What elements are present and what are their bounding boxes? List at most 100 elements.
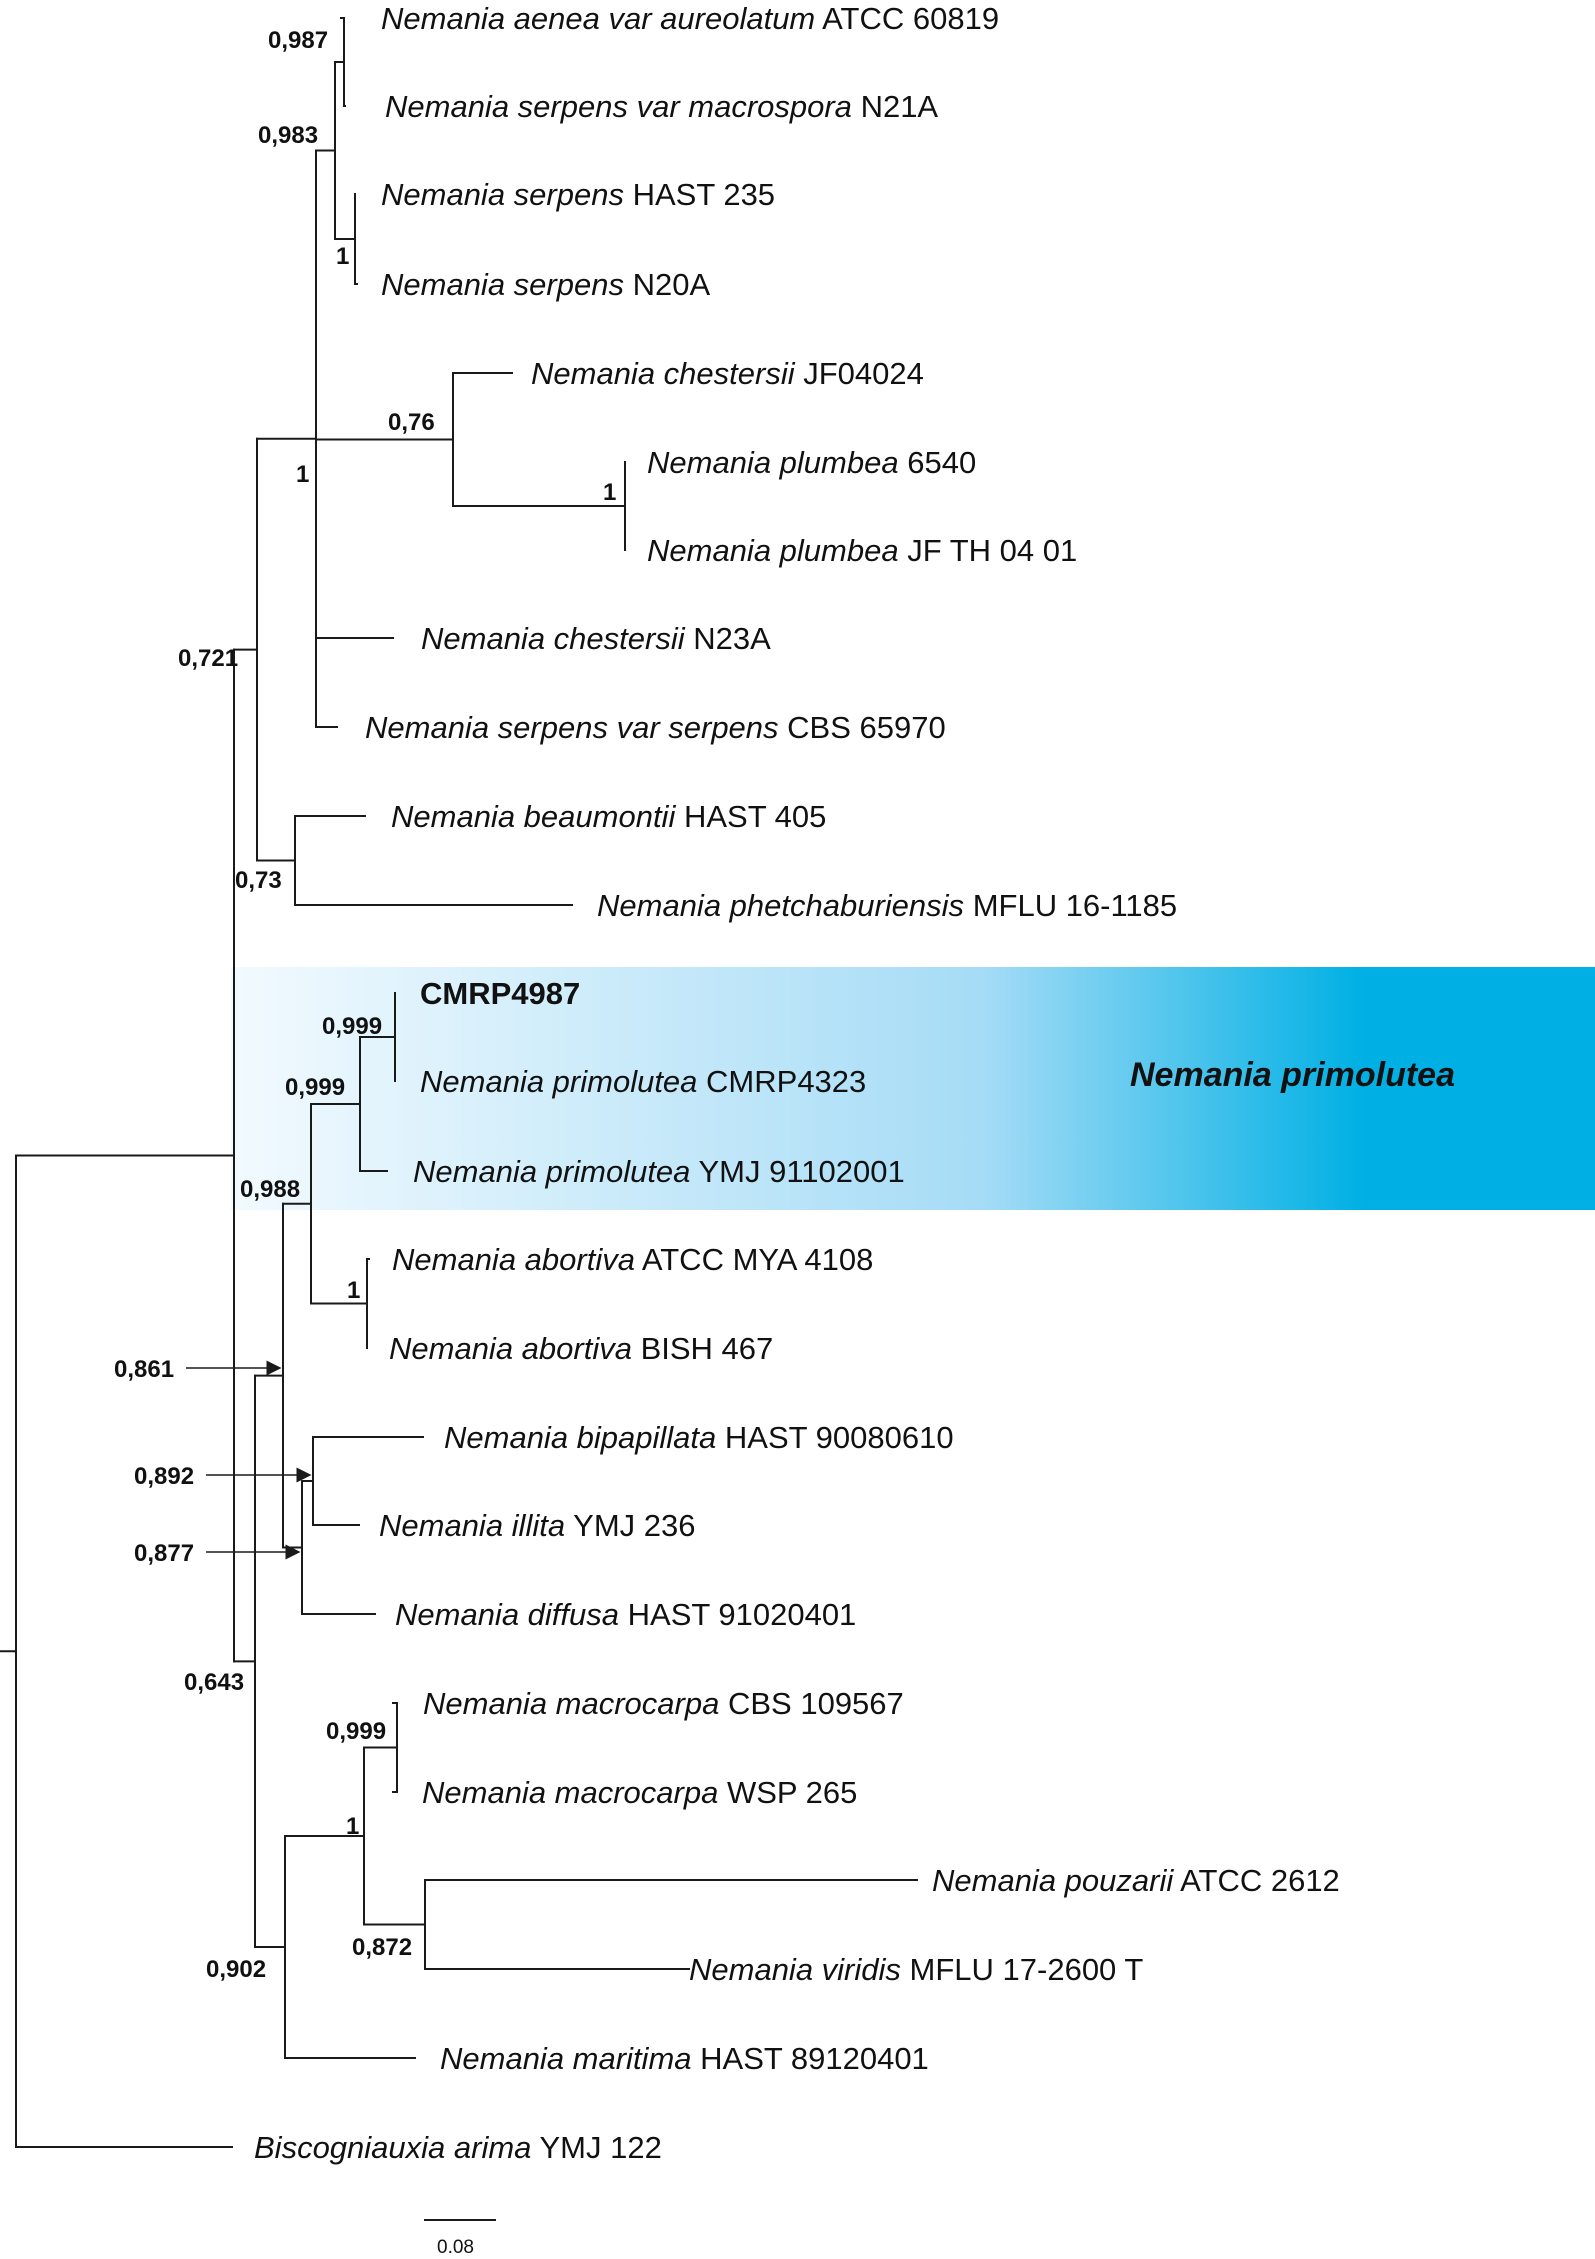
tip-strain: HAST 91020401 bbox=[628, 1597, 857, 1632]
primolutea-highlight-box bbox=[231, 967, 1595, 1210]
tip-species: Nemania chestersii bbox=[531, 356, 796, 391]
support-n_macrocarpa_pair: 0,999 bbox=[326, 1718, 386, 1745]
tip-label-bip: Nemania bipapillata HAST 90080610 bbox=[444, 1420, 954, 1455]
tip-species: Nemania abortiva bbox=[389, 1331, 632, 1366]
tip-label-mar: Nemania maritima HAST 89120401 bbox=[440, 2041, 929, 2076]
tip-strain: HAST 89120401 bbox=[700, 2041, 929, 2076]
tip-strain: CBS 109567 bbox=[728, 1686, 904, 1721]
tip-label-plum6540: Nemania plumbea 6540 bbox=[647, 445, 976, 480]
tip-species: Nemania phetchaburiensis bbox=[597, 888, 964, 923]
tree-branches bbox=[0, 17, 918, 2148]
support-n_middle: 0,861 bbox=[114, 1356, 174, 1383]
tip-strain: 6540 bbox=[907, 445, 976, 480]
tip-label-plumJF: Nemania plumbea JF TH 04 01 bbox=[647, 533, 1077, 568]
tip-label-chestN23A: Nemania chestersii N23A bbox=[421, 621, 771, 656]
tip-label-abATCC: Nemania abortiva ATCC MYA 4108 bbox=[392, 1242, 873, 1277]
support-n_lower_clade: 0,902 bbox=[206, 1956, 266, 1983]
tip-strain: HAST 235 bbox=[633, 177, 775, 212]
scale-bar-label: 0.08 bbox=[437, 2237, 474, 2258]
tip-label-macWSP: Nemania macrocarpa WSP 265 bbox=[422, 1775, 857, 1810]
tip-label-serpN20A: Nemania serpens N20A bbox=[381, 267, 710, 302]
tip-strain: YMJ 236 bbox=[573, 1508, 695, 1543]
tip-label-beau: Nemania beaumontii HAST 405 bbox=[391, 799, 826, 834]
tip-species: Nemania chestersii bbox=[421, 621, 686, 656]
tip-strain: MFLU 16-1185 bbox=[973, 888, 1177, 923]
tip-label-ill: Nemania illita YMJ 236 bbox=[379, 1508, 695, 1543]
tip-species: Biscogniauxia arima bbox=[254, 2130, 531, 2165]
tip-species: Nemania serpens var macrospora bbox=[385, 89, 852, 124]
support-n_chest_plumbea: 0,76 bbox=[388, 409, 435, 436]
tip-species: Nemania serpens bbox=[381, 267, 624, 302]
support-n_bip_ill: 0,892 bbox=[134, 1463, 194, 1490]
tip-label-abBISH: Nemania abortiva BISH 467 bbox=[389, 1331, 773, 1366]
support-n_aenea_group: 0,987 bbox=[268, 27, 328, 54]
primolutea-clade-label: Nemania primolutea bbox=[1130, 1056, 1455, 1094]
tip-label-bisc: Biscogniauxia arima YMJ 122 bbox=[254, 2130, 662, 2165]
tip-label-cmrp4987: CMRP4987 bbox=[420, 976, 580, 1011]
tip-label-vir: Nemania viridis MFLU 17-2600 T bbox=[689, 1952, 1143, 1987]
support-n_upper_clade: 0,721 bbox=[178, 645, 238, 672]
tip-species: Nemania pouzarii bbox=[932, 1863, 1174, 1898]
support-n_serpens_pair: 1 bbox=[336, 243, 349, 270]
tip-species: Nemania serpens var serpens bbox=[365, 710, 779, 745]
support-n_primolutea: 0,999 bbox=[285, 1074, 345, 1101]
tip-strain: WSP 265 bbox=[727, 1775, 857, 1810]
tip-strain: HAST 405 bbox=[684, 799, 826, 834]
tip-label-serpH235: Nemania serpens HAST 235 bbox=[381, 177, 775, 212]
tip-labels: Nemania aenea var aureolatum ATCC 60819N… bbox=[254, 1, 1340, 2165]
tip-strain: HAST 90080610 bbox=[725, 1420, 954, 1455]
tip-strain: YMJ 122 bbox=[539, 2130, 661, 2165]
tip-strain: BISH 467 bbox=[641, 1331, 774, 1366]
tip-species: Nemania abortiva bbox=[392, 1242, 635, 1277]
tip-species: Nemania macrocarpa bbox=[423, 1686, 719, 1721]
tip-species: Nemania viridis bbox=[689, 1952, 901, 1987]
support-n_abortiva_pair: 1 bbox=[347, 1277, 360, 1304]
tip-species: Nemania illita bbox=[379, 1508, 565, 1543]
tip-label-serpserp: Nemania serpens var serpens CBS 65970 bbox=[365, 710, 946, 745]
support-n_pou_vir: 0,872 bbox=[352, 1934, 412, 1961]
tip-strain: YMJ 91102001 bbox=[698, 1154, 904, 1189]
tip-strain: CMRP4323 bbox=[706, 1064, 866, 1099]
tip-strain: N23A bbox=[693, 621, 771, 656]
tip-label-primC: Nemania primolutea CMRP4323 bbox=[420, 1064, 866, 1099]
tip-species: Nemania plumbea bbox=[647, 445, 899, 480]
support-n_lower_main: 0,643 bbox=[184, 1669, 244, 1696]
tip-species: Nemania maritima bbox=[440, 2041, 692, 2076]
tip-species: Nemania serpens bbox=[381, 177, 624, 212]
support-n_bip_ill_dif: 0,877 bbox=[134, 1540, 194, 1567]
support-values: 0,9870,98310,76110,7210,730,9990,9990,98… bbox=[114, 27, 616, 1983]
tip-species: Nemania bipapillata bbox=[444, 1420, 716, 1455]
tip-label-pou: Nemania pouzarii ATCC 2612 bbox=[932, 1863, 1340, 1898]
support-n_upper_main: 1 bbox=[296, 461, 309, 488]
tip-strain: N21A bbox=[861, 89, 939, 124]
tip-species: Nemania diffusa bbox=[395, 1597, 619, 1632]
tip-label-chestJF: Nemania chestersii JF04024 bbox=[531, 356, 924, 391]
tip-strain: JF TH 04 01 bbox=[907, 533, 1077, 568]
scale-bar: 0.08 bbox=[424, 2219, 496, 2258]
tip-species: Nemania primolutea bbox=[413, 1154, 690, 1189]
tip-species: Nemania primolutea bbox=[420, 1064, 697, 1099]
tip-species: Nemania beaumontii bbox=[391, 799, 676, 834]
tip-label-macCBS: Nemania macrocarpa CBS 109567 bbox=[423, 1686, 904, 1721]
tip-strain: CBS 65970 bbox=[787, 710, 946, 745]
tip-strain: ATCC 60819 bbox=[822, 1, 999, 36]
tip-label-dif: Nemania diffusa HAST 91020401 bbox=[395, 1597, 856, 1632]
support-n_plumbea_pair: 1 bbox=[603, 479, 616, 506]
tip-strain: ATCC MYA 4108 bbox=[642, 1242, 873, 1277]
tip-strain: ATCC 2612 bbox=[1180, 1863, 1340, 1898]
support-n_prim_abortiva: 0,988 bbox=[240, 1176, 300, 1203]
tip-species: Nemania plumbea bbox=[647, 533, 899, 568]
support-n_mac_pou_vir: 1 bbox=[346, 1813, 359, 1840]
tip-species: Nemania aenea var aureolatum bbox=[381, 1, 815, 36]
tip-strain: JF04024 bbox=[803, 356, 924, 391]
tip-strain: CMRP4987 bbox=[420, 976, 580, 1011]
tip-species: Nemania macrocarpa bbox=[422, 1775, 718, 1810]
tip-label-serpmac: Nemania serpens var macrospora N21A bbox=[385, 89, 938, 124]
tip-label-primY: Nemania primolutea YMJ 91102001 bbox=[413, 1154, 905, 1189]
tip-label-phet: Nemania phetchaburiensis MFLU 16-1185 bbox=[597, 888, 1177, 923]
support-n_beau_phet: 0,73 bbox=[235, 867, 282, 894]
support-n_cmrp_pair: 0,999 bbox=[322, 1013, 382, 1040]
tip-label-aenea: Nemania aenea var aureolatum ATCC 60819 bbox=[381, 1, 999, 36]
tip-strain: N20A bbox=[633, 267, 711, 302]
